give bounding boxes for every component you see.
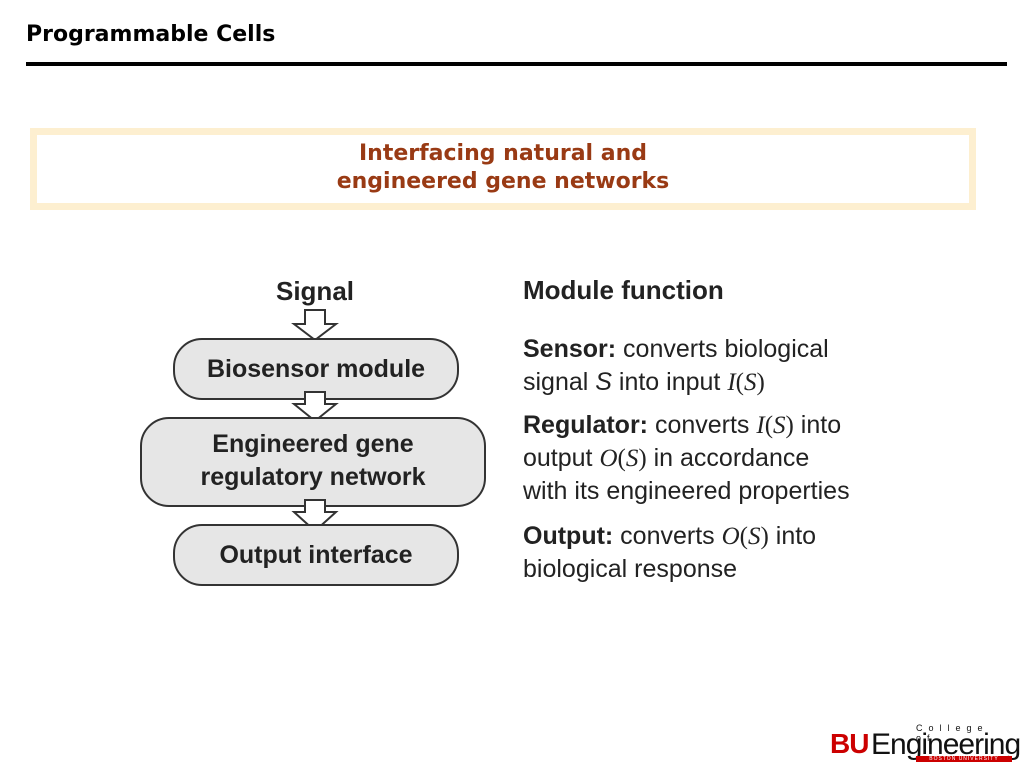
input-function: I(S) (756, 412, 794, 439)
module-function-heading: Module function (523, 275, 724, 305)
output-interface-label: Output interface (219, 541, 412, 569)
banner-line-2: engineered gene networks (336, 169, 670, 194)
subtitle-banner: Interfacing natural and engineered gene … (30, 128, 976, 210)
banner-line-1: Interfacing natural and (358, 141, 648, 166)
output-interface-box (173, 524, 459, 586)
logo-college-of: College of (916, 723, 989, 743)
signal-label: Signal (276, 276, 354, 306)
output-description: Output: converts O(S) into biological re… (523, 522, 817, 583)
gene-network-label-line1: Engineered gene (212, 430, 414, 458)
output-function: O(S) (721, 523, 769, 550)
title-rule (26, 62, 1007, 66)
input-function: I(S) (727, 369, 765, 396)
output-function: O(S) (599, 445, 647, 472)
sensor-description: Sensor: converts biological signal S int… (523, 335, 829, 396)
down-arrow-icon (291, 499, 339, 533)
down-arrow-icon (291, 309, 339, 342)
logo-bu: BU (830, 728, 869, 759)
sensor-term: Sensor: (523, 335, 617, 363)
logo-engineering: Engineering (871, 728, 1021, 761)
slide-title: Programmable Cells (26, 22, 276, 47)
down-arrow-icon (291, 391, 339, 423)
regulator-term: Regulator: (523, 411, 648, 439)
bu-engineering-logo: BU College of Engineering BOSTON UNIVERS… (830, 723, 1021, 762)
logo-university-bar: BOSTON UNIVERSITY (916, 756, 1012, 762)
output-term: Output: (523, 522, 614, 550)
gene-network-label-line2: regulatory network (200, 463, 425, 491)
biosensor-module-label: Biosensor module (207, 355, 425, 383)
regulator-description: Regulator: converts I(S) into output O(S… (523, 411, 850, 505)
